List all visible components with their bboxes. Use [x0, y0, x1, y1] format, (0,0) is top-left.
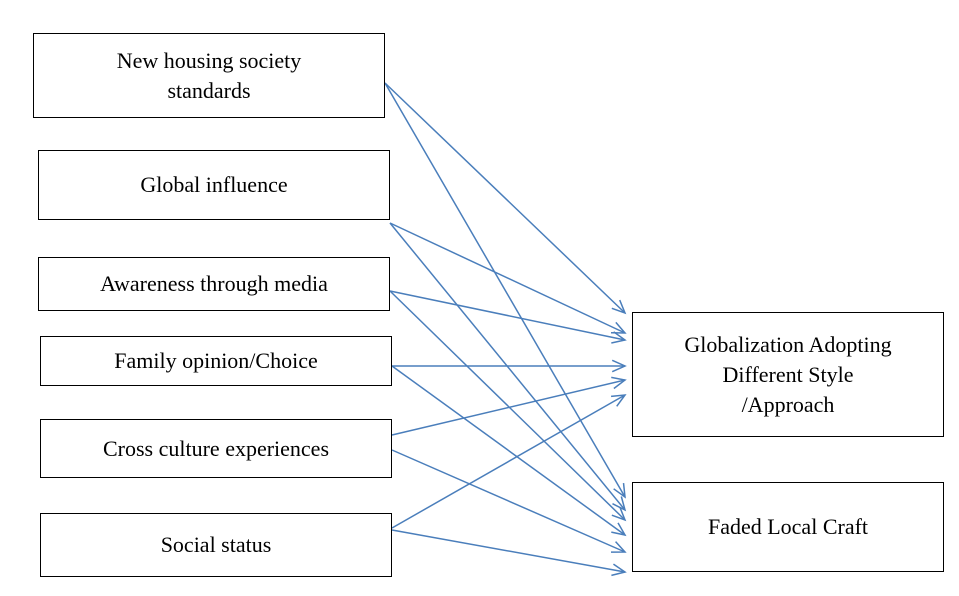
connector-arrow-src-0-tgt-0 [384, 82, 626, 314]
arrowhead-src-0-tgt-0 [611, 299, 627, 315]
node-label: Family opinion/Choice [114, 348, 318, 373]
arrowhead-src-2-tgt-0 [611, 331, 627, 344]
arrowhead-src-1-tgt-1 [612, 496, 627, 512]
connector-arrow-src-5-tgt-1 [391, 529, 626, 573]
node-globalization-adopting-different-style: Globalization Adopting Different Style /… [632, 312, 944, 437]
arrowhead-src-2-tgt-1 [611, 506, 627, 522]
connector-arrow-src-4-tgt-1 [391, 449, 626, 553]
connector-arrow-src-4-tgt-0 [391, 379, 626, 436]
connector-arrow-src-3-tgt-1 [391, 365, 626, 536]
node-label: New housing society standards [116, 47, 302, 103]
arrowhead-src-4-tgt-1 [610, 541, 627, 553]
node-label: Faded Local Craft [707, 514, 869, 539]
node-label: Globalization Adopting Different Style /… [684, 331, 892, 417]
arrowhead-src-0-tgt-1 [613, 482, 626, 499]
node-global-influence: Global influence [38, 150, 390, 220]
node-family-opinion-choice: Family opinion/Choice [40, 336, 392, 386]
connector-arrow-src-0-tgt-1 [384, 82, 626, 498]
node-social-status: Social status [40, 513, 392, 577]
connector-arrow-src-2-tgt-1 [389, 290, 626, 521]
node-label: Social status [160, 532, 272, 557]
node-label: Cross culture experiences [102, 435, 330, 461]
node-cross-culture-experiences: Cross culture experiences [40, 419, 392, 478]
node-label: Awareness through media [100, 271, 328, 296]
connector-arrow-src-2-tgt-0 [389, 290, 626, 341]
connector-arrow-src-5-tgt-0 [391, 394, 626, 529]
arrowhead-src-3-tgt-1 [611, 522, 627, 537]
arrowhead-src-3-tgt-0 [611, 359, 627, 373]
connector-arrow-src-1-tgt-0 [389, 222, 626, 334]
arrowhead-src-4-tgt-0 [611, 376, 627, 390]
node-label: Global influence [140, 172, 288, 197]
arrowhead-src-5-tgt-1 [611, 563, 627, 577]
arrowhead-src-5-tgt-0 [610, 394, 627, 407]
node-faded-local-craft: Faded Local Craft [632, 482, 944, 572]
node-new-housing-society-standards: New housing society standards [33, 33, 385, 118]
node-awareness-through-media: Awareness through media [38, 257, 390, 311]
